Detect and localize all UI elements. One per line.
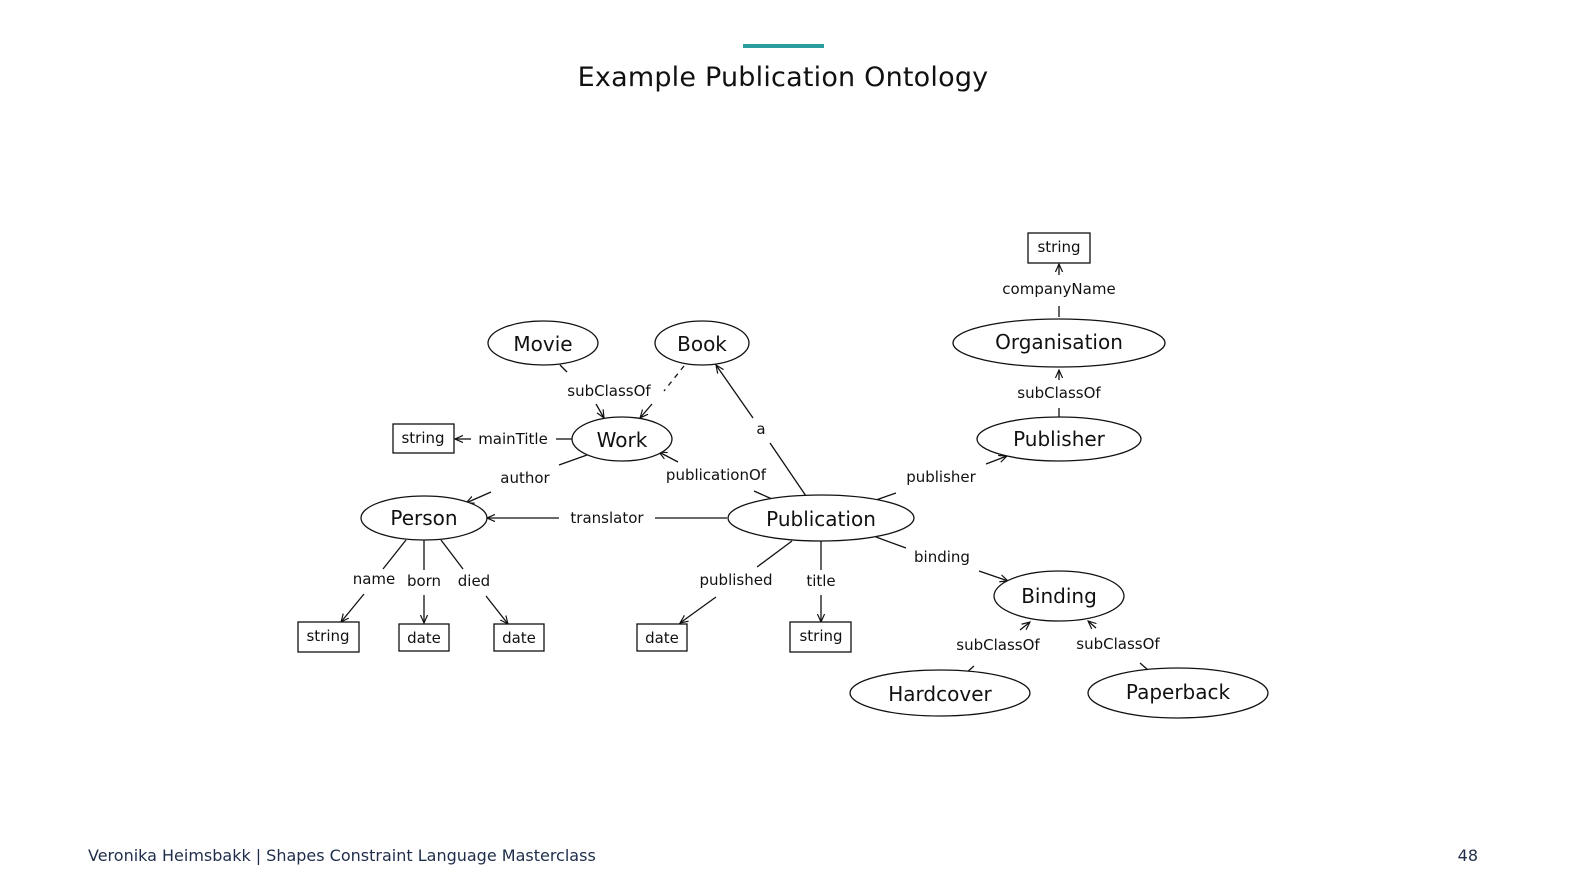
node-binding	[993, 570, 1125, 622]
edge-died	[440, 539, 464, 570]
edge-name	[382, 539, 407, 570]
literal-box-company-string	[1027, 232, 1091, 264]
edge-label-subclassof-hardcover: subClassOf	[956, 636, 1040, 654]
edge-label-title: title	[806, 572, 835, 590]
edge-label-died: died	[458, 572, 490, 590]
node-label-book: Book	[677, 332, 727, 356]
literal-label-name-string: string	[306, 627, 349, 645]
edge-label-author: author	[500, 469, 550, 487]
literal-label-maintitle-string: string	[401, 429, 444, 447]
edge-binding-arrow	[978, 570, 1008, 581]
edge-label-binding: binding	[914, 548, 970, 566]
edge-author	[558, 454, 588, 466]
edge-label-translator: translator	[570, 509, 644, 527]
footer-credit: Veronika Heimsbakk|Shapes Constraint Lan…	[88, 846, 596, 865]
literal-label-published-date: date	[645, 629, 679, 647]
edge-hardcover-subclassof-arrow	[1019, 622, 1030, 631]
edge-label-subclassof-work: subClassOf	[567, 382, 651, 400]
node-paperback	[1087, 667, 1269, 719]
edge-label-publicationof: publicationOf	[666, 466, 767, 484]
edge-label-subclassof-paperback: subClassOf	[1076, 635, 1160, 653]
node-publication	[727, 494, 915, 542]
edge-label-subclassof-publisher: subClassOf	[1017, 384, 1101, 402]
node-label-movie: Movie	[513, 332, 572, 356]
node-book	[654, 320, 750, 366]
footer-separator: |	[255, 846, 262, 865]
edge-died-arrow	[485, 595, 508, 624]
literal-label-died-date: date	[502, 629, 536, 647]
edge-label-publisher: publisher	[906, 468, 976, 486]
literal-box-died-date	[493, 623, 545, 652]
edge-author-arrow	[466, 491, 492, 503]
edge-a-arrow	[716, 365, 754, 419]
edge-a	[769, 442, 807, 497]
edge-label-name: name	[353, 570, 396, 588]
edge-book-subclassof-arrow	[640, 403, 653, 418]
node-publisher	[976, 416, 1142, 462]
literal-box-published-date	[636, 623, 688, 652]
edge-label-companyname: companyName	[1002, 280, 1115, 298]
edge-published	[756, 540, 793, 568]
literal-box-born-date	[398, 623, 450, 652]
node-label-binding: Binding	[1021, 584, 1097, 608]
edge-publisher-arrow	[985, 456, 1007, 465]
title-accent-bar	[743, 44, 824, 48]
edge-publisher	[875, 492, 897, 501]
edge-label-a: a	[756, 420, 765, 438]
edge-label-maintitle: mainTitle	[478, 430, 548, 448]
footer-course: Shapes Constraint Language Masterclass	[266, 846, 596, 865]
literal-label-born-date: date	[407, 629, 441, 647]
edge-publicationof	[753, 490, 773, 500]
node-label-work: Work	[597, 428, 648, 452]
literal-label-title-string: string	[799, 627, 842, 645]
node-label-publisher: Publisher	[1013, 427, 1106, 451]
edge-paperback-subclassof-arrow	[1088, 621, 1096, 628]
literal-box-name-string	[297, 621, 360, 653]
node-label-organisation: Organisation	[995, 330, 1123, 354]
literal-box-maintitle-string	[392, 423, 455, 454]
node-person	[360, 495, 488, 541]
page-number: 48	[1457, 846, 1478, 865]
footer-author: Veronika Heimsbakk	[88, 846, 251, 865]
node-label-person: Person	[390, 506, 457, 530]
edge-movie-subclassof-arrow	[595, 403, 604, 418]
node-work	[571, 416, 673, 462]
slide-title: Example Publication Ontology	[577, 62, 989, 93]
literal-label-company-string: string	[1037, 238, 1080, 256]
edge-name-arrow	[341, 593, 365, 622]
node-hardcover	[849, 669, 1031, 717]
edge-book-subclassof	[663, 365, 685, 392]
edge-published-arrow	[680, 596, 717, 623]
edge-label-published: published	[700, 571, 773, 589]
edge-publicationof-arrow	[659, 452, 679, 463]
edge-movie-subclassof	[559, 364, 568, 373]
node-movie	[487, 320, 599, 366]
node-label-paperback: Paperback	[1126, 680, 1231, 704]
node-label-hardcover: Hardcover	[888, 682, 992, 706]
edge-label-born: born	[407, 572, 441, 590]
node-organisation	[952, 318, 1166, 368]
node-label-publication: Publication	[766, 507, 876, 531]
edge-binding	[875, 536, 907, 549]
literal-box-title-string	[789, 621, 852, 653]
